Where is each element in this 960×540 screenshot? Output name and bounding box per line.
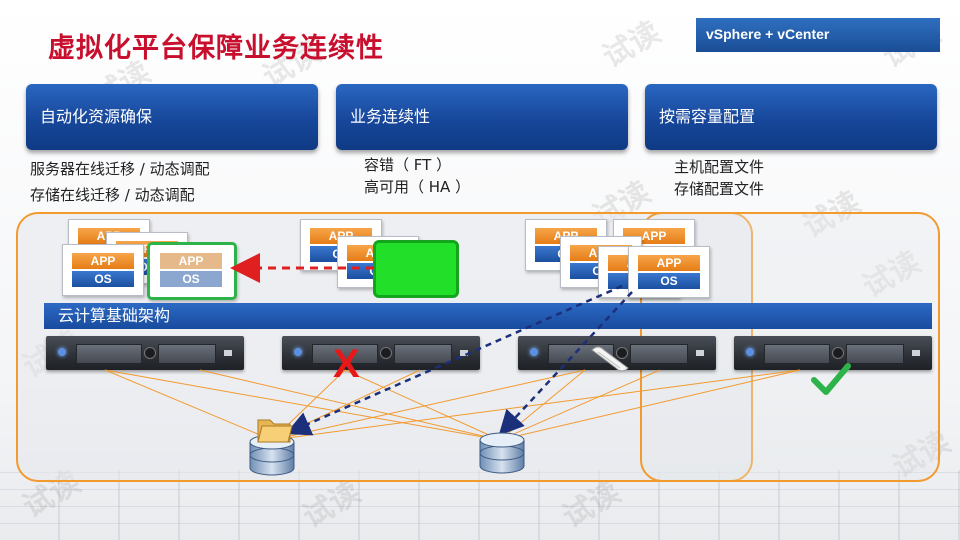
server-knob: [616, 347, 628, 359]
power-led-icon: [58, 348, 66, 356]
feature-line: 服务器在线迁移 / 动态调配: [30, 160, 210, 178]
status-led-icon: [460, 350, 468, 356]
cloud-infrastructure-bar: 云计算基础架构: [44, 303, 932, 329]
header-automation: 自动化资源确保: [26, 84, 318, 150]
drive-bay: [764, 344, 830, 364]
header-continuity: 业务连续性: [336, 84, 628, 150]
drive-bay: [312, 344, 378, 364]
drive-bay: [846, 344, 904, 364]
automation-features: 服务器在线迁移 / 动态调配 存储在线迁移 / 动态调配: [30, 156, 210, 208]
feature-line: 高可用（ HA ）: [364, 178, 471, 196]
server-knob: [832, 347, 844, 359]
server-knob: [144, 347, 156, 359]
storage-database-icon: [479, 432, 525, 474]
server-host-2[interactable]: [282, 336, 480, 370]
feature-line: 存储在线迁移 / 动态调配: [30, 186, 195, 204]
feature-line: 容错（ FT ）: [364, 156, 452, 174]
drive-bay: [76, 344, 142, 364]
status-led-icon: [912, 350, 920, 356]
header-capacity: 按需容量配置: [645, 84, 937, 150]
feature-line: 主机配置文件: [674, 158, 765, 176]
profile-document-icon: [591, 346, 629, 372]
vm-app-label: APP: [160, 253, 222, 269]
vm-app-label: APP: [72, 253, 134, 269]
storage-vmotion-arrow: [498, 291, 633, 436]
folder-icon: [257, 419, 293, 443]
drive-bay: [630, 344, 688, 364]
drive-bay: [158, 344, 216, 364]
status-led-icon: [224, 350, 232, 356]
server-knob: [380, 347, 392, 359]
status-led-icon: [696, 350, 704, 356]
failure-x-icon: X: [333, 342, 360, 386]
vm-app-label: APP: [638, 255, 700, 271]
product-tag: vSphere + vCenter: [696, 18, 940, 52]
drive-bay: [394, 344, 452, 364]
slide-title: 虚拟化平台保障业务连续性: [48, 33, 384, 64]
vm-card: APP OS: [62, 244, 144, 296]
check-icon: [811, 363, 851, 395]
power-led-icon: [746, 348, 754, 356]
server-host-1[interactable]: [46, 336, 244, 370]
server-host-4[interactable]: [734, 336, 932, 370]
continuity-features: 容错（ FT ） 高可用（ HA ）: [364, 154, 470, 198]
vm-migrated-card[interactable]: APP OS: [147, 242, 237, 300]
vm-source-highlight[interactable]: [373, 240, 459, 298]
network-links: [104, 369, 801, 441]
vm-os-label: OS: [72, 271, 134, 287]
capacity-features: 主机配置文件 存储配置文件: [674, 156, 764, 200]
storage-vmotion-arrow: [285, 284, 623, 436]
vm-card: APP OS: [628, 246, 710, 298]
power-led-icon: [530, 348, 538, 356]
vm-os-label: OS: [160, 271, 222, 287]
vm-os-label: OS: [638, 273, 700, 289]
power-led-icon: [294, 348, 302, 356]
feature-line: 存储配置文件: [674, 180, 765, 198]
